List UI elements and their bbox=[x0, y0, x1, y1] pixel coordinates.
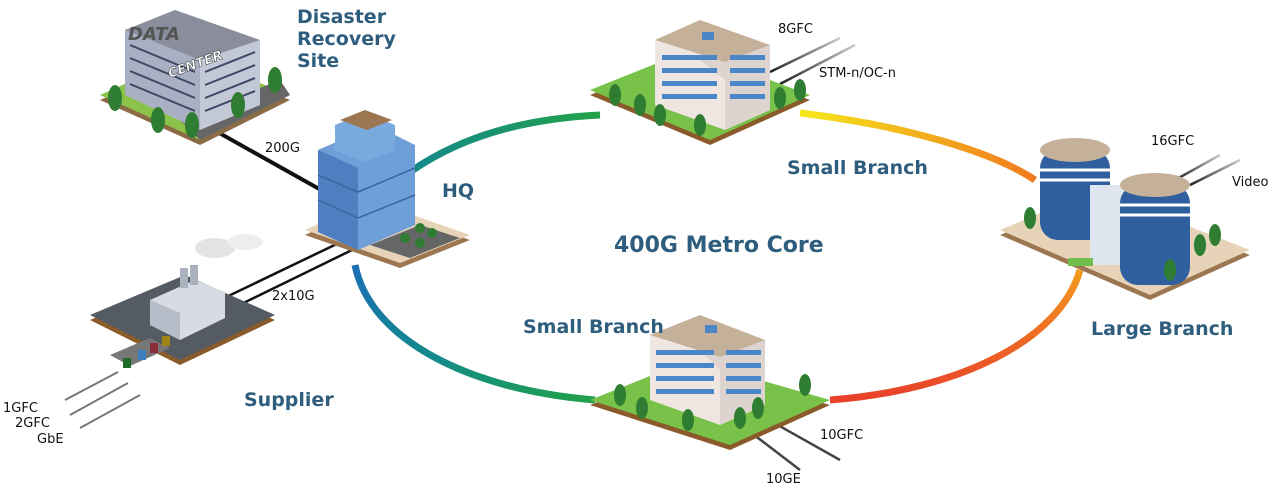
site-label-disaster-recovery: Disaster Recovery Site bbox=[297, 6, 396, 72]
site-label-supplier: Supplier bbox=[244, 389, 334, 411]
ring-segment-top-large bbox=[799, 109, 1037, 183]
ring-segment-large-bottom bbox=[829, 269, 1084, 404]
building-hq bbox=[305, 110, 470, 268]
service-lines-large-branch bbox=[1174, 153, 1241, 187]
ring-segment-hq-top bbox=[407, 111, 601, 175]
site-label-line: Site bbox=[297, 50, 340, 72]
service-label-2gfc: 2GFC bbox=[15, 416, 50, 431]
site-label-line: Disaster bbox=[297, 6, 387, 28]
service-label-8gfc: 8GFC bbox=[778, 22, 813, 37]
site-label-small-branch-bottom: Small Branch bbox=[523, 316, 664, 338]
site-label-large-branch: Large Branch bbox=[1091, 318, 1234, 340]
building-small-branch-bottom bbox=[590, 315, 830, 450]
data-center-sign-data: DATA bbox=[128, 24, 180, 45]
link-dr-hq bbox=[204, 123, 331, 197]
service-label-16gfc: 16GFC bbox=[1151, 134, 1195, 149]
service-lines-supplier bbox=[64, 371, 141, 429]
site-label-hq: HQ bbox=[442, 180, 475, 202]
link-label-200g: 200G bbox=[265, 141, 300, 156]
ring-segment-hq-bottom bbox=[351, 264, 596, 404]
service-label-gbe: GbE bbox=[37, 432, 64, 447]
service-label-1gfc: 1GFC bbox=[3, 401, 38, 416]
link-label-2x10g: 2x10G bbox=[272, 289, 315, 304]
link-supplier-hq-1 bbox=[219, 238, 346, 302]
site-label-small-branch-top: Small Branch bbox=[787, 157, 928, 179]
service-lines-small-branch-top bbox=[769, 36, 856, 86]
building-supplier-factory bbox=[90, 234, 275, 368]
site-label-line: Recovery bbox=[297, 28, 396, 50]
building-small-branch-top bbox=[590, 20, 810, 145]
service-label-10ge: 10GE bbox=[766, 472, 801, 487]
service-label-10gfc: 10GFC bbox=[820, 428, 864, 443]
building-large-branch bbox=[1000, 138, 1250, 300]
link-supplier-hq-2 bbox=[224, 248, 353, 314]
metro-core-label: 400G Metro Core bbox=[614, 233, 824, 258]
service-label-video: Video bbox=[1232, 175, 1269, 190]
building-data-center: DATA CENTER bbox=[100, 10, 290, 145]
service-label-stm-oc: STM-n/OC-n bbox=[819, 66, 896, 81]
